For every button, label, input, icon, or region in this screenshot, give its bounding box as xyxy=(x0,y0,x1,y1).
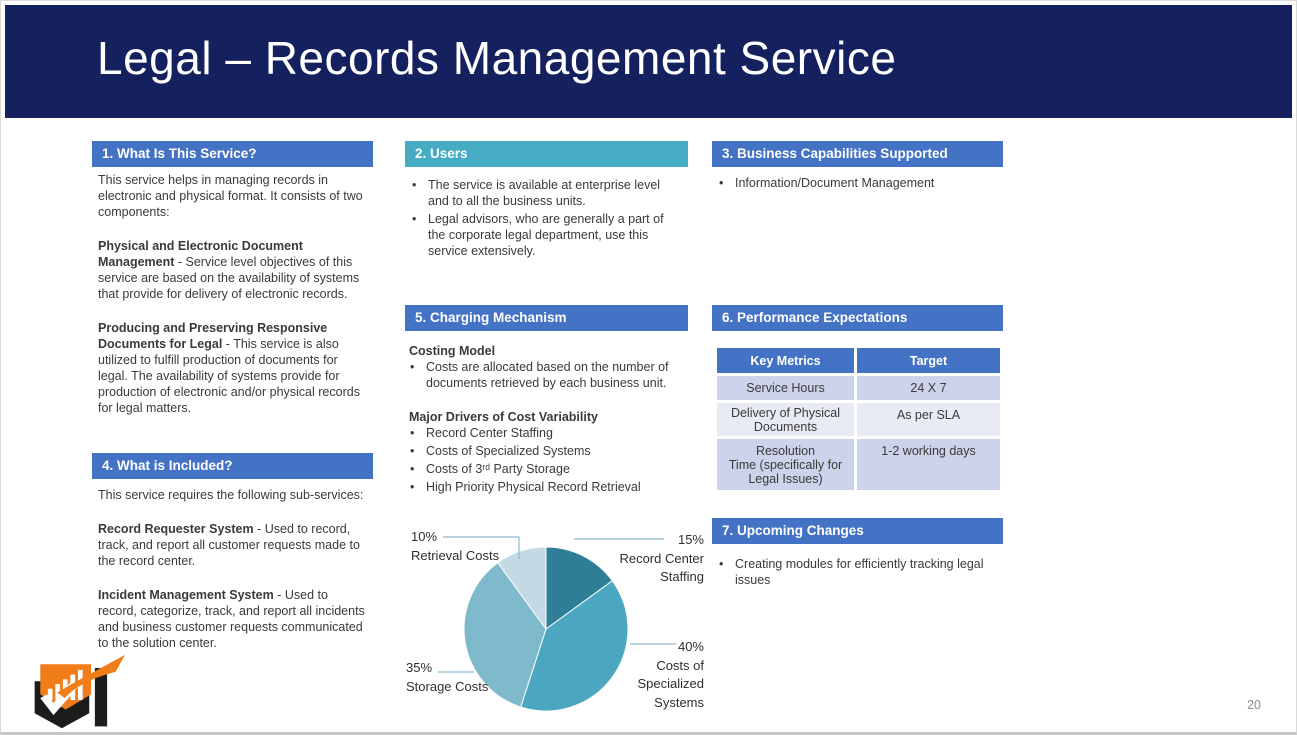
cost-drivers-bullet-list: Record Center Staffing Costs of Speciali… xyxy=(409,425,685,495)
pie-slice-storage-costs xyxy=(463,562,547,708)
company-logo xyxy=(34,654,126,729)
section-header-users: 2. Users xyxy=(405,141,688,167)
included-block-1-lead: Record Requester System xyxy=(98,522,254,536)
service-block-1-lead: Physical and Electronic Document Managem… xyxy=(98,239,303,269)
costing-model-heading: Costing Model xyxy=(409,344,496,358)
logo-bar-icon xyxy=(47,688,53,701)
list-item: Creating modules for efficiently trackin… xyxy=(718,556,996,588)
service-block-2-lead: Producing and Preserving Responsive Docu… xyxy=(98,321,328,351)
included-block-1: Record Requester System - Used to record… xyxy=(98,521,370,569)
list-item: Costs of 3ʳᵈ Party Storage xyxy=(409,461,685,477)
section-header-upcoming-changes: 7. Upcoming Changes xyxy=(712,518,1003,544)
table-header-key-metrics: Key Metrics xyxy=(717,348,854,373)
table-row: Resolution Time (specifically for Legal … xyxy=(717,439,1000,490)
pie-label-retrieval-costs: 10% Retrieval Costs xyxy=(411,528,506,565)
pie-label-record-center-staffing: 15% Record Center Staffing xyxy=(609,531,704,587)
metric-cell: Service Hours xyxy=(717,376,854,400)
section-body-charging-mechanism: Costing Model Costs are allocated based … xyxy=(409,343,685,497)
logo-black-bar xyxy=(94,668,108,727)
pie-label-pct: 40% xyxy=(677,639,704,654)
pie-label-pct: 15% xyxy=(677,532,704,547)
metric-cell: Delivery of Physical Documents xyxy=(717,403,854,436)
list-item: Record Center Staffing xyxy=(409,425,685,441)
target-cell: 24 X 7 xyxy=(857,376,1000,400)
upcoming-changes-bullet-list: Creating modules for efficiently trackin… xyxy=(718,556,996,590)
included-block-2: Incident Management System - Used to rec… xyxy=(98,587,370,651)
section-header-what-is-included: 4. What is Included? xyxy=(92,453,373,479)
section-body-what-is-this-service: This service helps in managing records i… xyxy=(98,172,370,434)
section-body-what-is-included: This service requires the following sub-… xyxy=(98,487,370,669)
service-block-1-text: - Service level objectives of this servi… xyxy=(98,255,360,301)
target-cell: 1-2 working days xyxy=(857,439,1000,490)
leader-line-retrieval-costs xyxy=(443,536,520,559)
section-header-performance-expectations: 6. Performance Expectations xyxy=(712,305,1003,331)
list-item: Costs of Specialized Systems xyxy=(409,443,685,459)
pie-chart-svg xyxy=(438,536,676,712)
pie-label-name: Costs of Specialized Systems xyxy=(637,657,705,710)
service-intro-text: This service helps in managing records i… xyxy=(98,173,363,219)
pie-slice-retrieval-costs xyxy=(497,546,547,631)
included-block-1-text: - Used to record, track, and report all … xyxy=(98,522,360,568)
pie-slice-record-center-staffing xyxy=(545,546,613,630)
performance-metrics-table: Key Metrics Target Service Hours 24 X 7 … xyxy=(717,348,1000,493)
users-bullet-list: The service is available at enterprise l… xyxy=(411,177,679,261)
list-item: Information/Document Management xyxy=(718,175,996,191)
pie-label-storage-costs: 35% Storage Costs xyxy=(406,659,506,696)
pie-label-pct: 35% xyxy=(406,660,433,675)
target-cell: As per SLA xyxy=(857,403,1000,436)
business-capabilities-bullet-list: Information/Document Management xyxy=(718,175,996,193)
list-item: High Priority Physical Record Retrieval xyxy=(409,479,685,495)
list-item: Legal advisors, who are generally a part… xyxy=(411,211,679,259)
cost-variability-pie-chart: 10% Retrieval Costs 15% Record Center St… xyxy=(394,519,709,731)
metric-cell: Resolution Time (specifically for Legal … xyxy=(717,439,854,490)
costing-model-bullet-list: Costs are allocated based on the number … xyxy=(409,359,685,391)
pie-slice-costs-of-specialized-systems xyxy=(520,580,629,712)
list-item: The service is available at enterprise l… xyxy=(411,177,679,209)
table-row: Service Hours 24 X 7 xyxy=(717,376,1000,400)
title-banner: Legal – Records Management Service xyxy=(5,5,1292,118)
pie-label-name: Record Center Staffing xyxy=(619,550,704,585)
section-header-charging-mechanism: 5. Charging Mechanism xyxy=(405,305,688,331)
included-block-2-lead: Incident Management System xyxy=(98,588,274,602)
table-header-target: Target xyxy=(857,348,1000,373)
service-block-2-text: - This service is also utilized to fulfi… xyxy=(98,337,360,415)
service-block-2: Producing and Preserving Responsive Docu… xyxy=(98,320,370,416)
service-block-1: Physical and Electronic Document Managem… xyxy=(98,238,370,302)
logo-bar-icon xyxy=(55,684,61,701)
included-intro-text: This service requires the following sub-… xyxy=(98,488,364,502)
logo-orange-swoosh xyxy=(57,654,126,699)
pie-label-pct: 10% xyxy=(411,529,438,544)
pie-label-costs-of-specialized-systems: 40% Costs of Specialized Systems xyxy=(624,638,705,712)
table-row: Delivery of Physical Documents As per SL… xyxy=(717,403,1000,436)
list-item: Costs are allocated based on the number … xyxy=(409,359,685,391)
page-number: 20 xyxy=(1247,698,1261,712)
cost-drivers-heading: Major Drivers of Cost Variability xyxy=(409,410,598,424)
section-header-what-is-this-service: 1. What Is This Service? xyxy=(92,141,373,167)
section-header-business-capabilities: 3. Business Capabilities Supported xyxy=(712,141,1003,167)
page-title: Legal – Records Management Service xyxy=(97,32,897,84)
pie-label-name: Storage Costs xyxy=(406,678,489,694)
included-block-2-text: - Used to record, categorize, track, and… xyxy=(98,588,365,650)
pie-label-name: Retrieval Costs xyxy=(411,547,500,563)
table-header-row: Key Metrics Target xyxy=(717,348,1000,373)
